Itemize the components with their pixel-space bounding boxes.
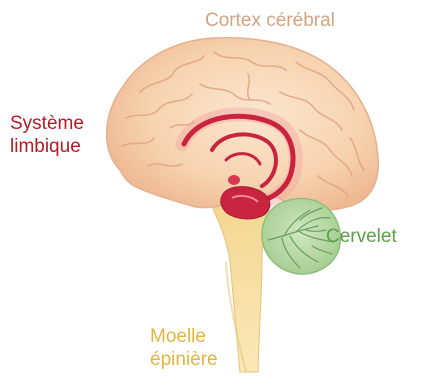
limbic-system-label: Système limbique — [10, 112, 84, 158]
spinal-cord-label: Moelle épinière — [150, 325, 218, 371]
limbic-label-line-1: Système — [10, 112, 84, 135]
cerebellum-label: Cervelet — [326, 225, 397, 248]
spinal-cord-label-line-1: Moelle — [150, 325, 218, 348]
cortex-label: Cortex cérébral — [205, 9, 335, 32]
limbic-label-line-2: limbique — [10, 135, 84, 158]
spinal-cord-label-line-2: épinière — [150, 348, 218, 371]
